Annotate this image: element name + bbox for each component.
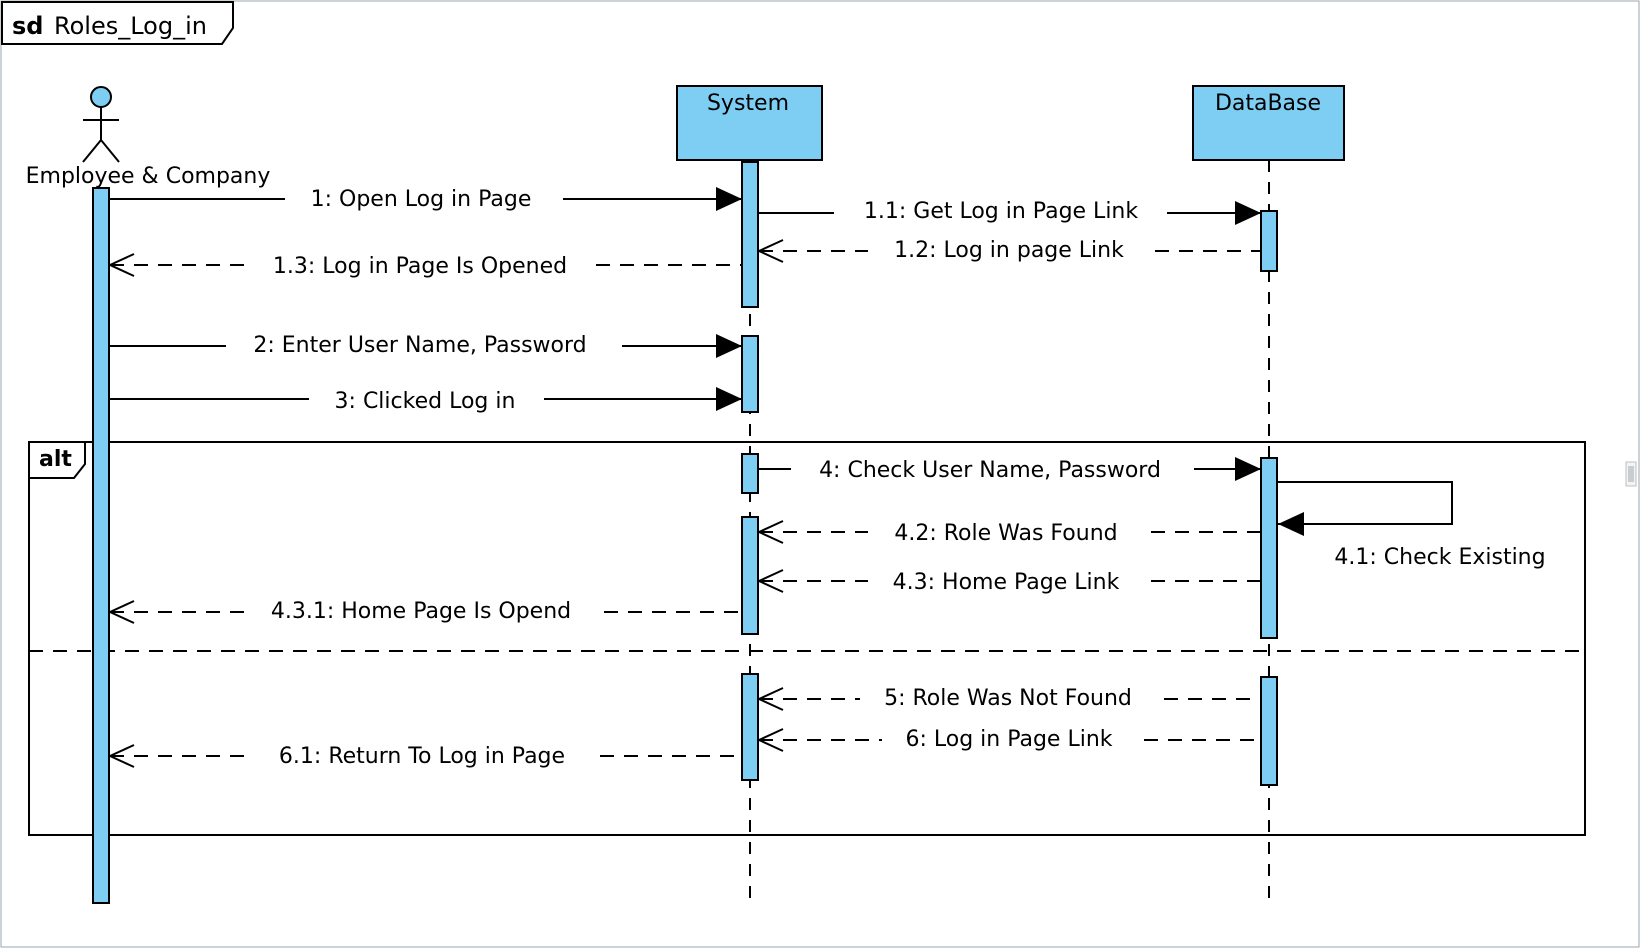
msg-5-label: 5: Role Was Not Found (884, 686, 1132, 711)
msg-6-label: 6: Log in Page Link (905, 727, 1112, 752)
database-box (1192, 85, 1345, 161)
frame-keyword: sd (12, 12, 43, 40)
msg-1-3-label: 1.3: Log in Page Is Opened (273, 254, 567, 279)
msg-2-label: 2: Enter User Name, Password (253, 333, 586, 358)
msg-4-1-arrow (1277, 481, 1453, 536)
alt-fragment: alt (28, 441, 1586, 836)
database-label: DataBase (1215, 91, 1321, 116)
msg-4-3-1-label: 4.3.1: Home Page Is Opend (271, 599, 571, 624)
actor-icon (82, 86, 120, 163)
system-activation-4 (741, 516, 759, 635)
msg-1-label: 1: Open Log in Page (311, 187, 532, 212)
msg-4-3-label: 4.3: Home Page Link (893, 570, 1120, 595)
database-activation-1 (1260, 210, 1278, 272)
msg-1-2-label: 1.2: Log in page Link (894, 238, 1124, 263)
system-activation-1 (741, 161, 759, 308)
system-box (676, 85, 823, 161)
system-activation-2 (741, 335, 759, 413)
msg-6-1-label: 6.1: Return To Log in Page (279, 744, 565, 769)
database-activation-3 (1260, 676, 1278, 786)
msg-4-1-label: 4.1: Check Existing (1334, 545, 1545, 570)
msg-3-label: 3: Clicked Log in (335, 389, 516, 414)
msg-4-label: 4: Check User Name, Password (819, 458, 1161, 483)
actor-label: Employee & Company (26, 164, 271, 189)
actor-activation (92, 187, 110, 904)
frame-title: Roles_Log_in (54, 12, 207, 40)
alt-label: alt (39, 447, 72, 472)
system-activation-3 (741, 453, 759, 494)
msg-4-2-label: 4.2: Role Was Found (894, 521, 1117, 546)
system-activation-5 (741, 673, 759, 781)
frame-header: sd Roles_Log_in (1, 1, 234, 45)
database-activation-2 (1260, 457, 1278, 639)
system-label: System (707, 91, 789, 116)
msg-1-1-label: 1.1: Get Log in Page Link (864, 199, 1138, 224)
resize-grip-icon[interactable] (1625, 461, 1637, 487)
